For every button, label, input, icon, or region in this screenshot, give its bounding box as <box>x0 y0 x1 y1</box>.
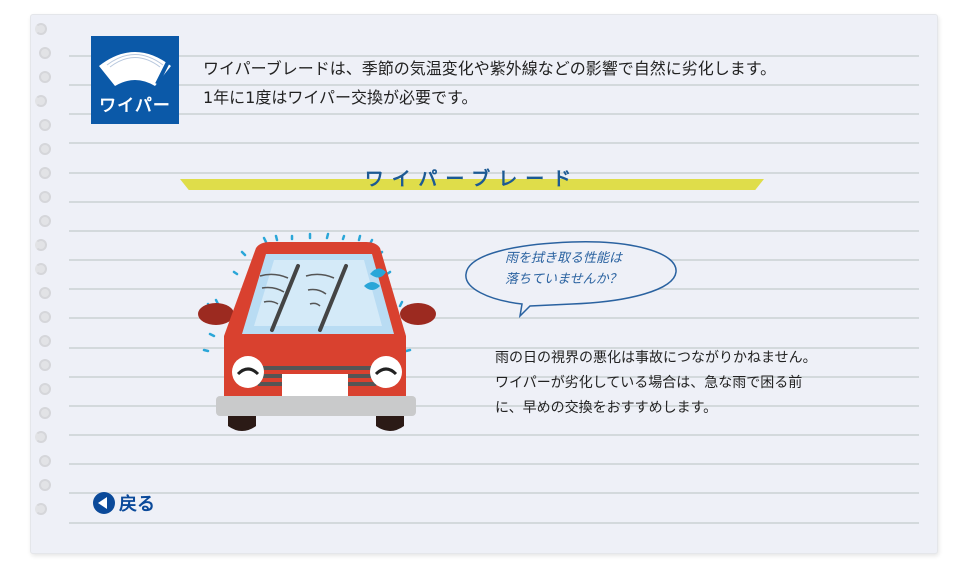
title-highlight-bar <box>180 179 764 190</box>
car-illustration <box>198 232 436 431</box>
logo-label: ワイパー <box>99 96 171 116</box>
speech-bubble <box>465 241 677 318</box>
binder-hole <box>39 383 51 395</box>
ruled-line <box>69 142 919 144</box>
section-heading: ワイパーブレード <box>180 160 764 192</box>
binder-hole <box>39 143 51 155</box>
speech-bubble-text: 雨を拭き取る性能は 落ちていませんか？ <box>505 248 622 290</box>
wiper-category-logo: ワイパー <box>91 36 179 124</box>
bubble-line-1: 雨を拭き取る性能は <box>505 251 623 266</box>
ruled-line <box>69 434 919 436</box>
intro-line-1: ワイパーブレードは、季節の気温変化や紫外線などの影響で自然に劣化します。 <box>203 59 777 78</box>
binder-hole <box>35 503 47 515</box>
bubble-line-2: 落ちていませんか？ <box>505 272 622 287</box>
binder-hole <box>39 71 51 83</box>
ruled-line <box>69 172 919 174</box>
binder-hole <box>35 263 47 275</box>
ruled-line <box>69 347 919 349</box>
ruled-line <box>69 201 919 203</box>
ruled-line <box>69 55 919 57</box>
binder-hole <box>39 407 51 419</box>
binder-hole <box>35 23 47 35</box>
binder-hole <box>39 47 51 59</box>
ruled-line <box>69 463 919 465</box>
ruled-line <box>69 84 919 86</box>
ruled-line <box>69 492 919 494</box>
ruled-line <box>69 376 919 378</box>
binder-hole <box>39 335 51 347</box>
description-line-3: に、早めの交換をおすすめします。 <box>495 400 718 416</box>
ruled-line <box>69 317 919 319</box>
binder-hole <box>39 215 51 227</box>
ruled-line <box>69 405 919 407</box>
ruled-line <box>69 522 919 524</box>
description-line-2: ワイパーが劣化している場合は、急な雨で困る前 <box>495 375 803 391</box>
binder-hole <box>35 95 47 107</box>
back-label: 戻る <box>119 494 155 515</box>
binder-hole <box>39 191 51 203</box>
ruled-line <box>69 113 919 115</box>
binder-hole <box>39 359 51 371</box>
binder-hole <box>39 455 51 467</box>
section-title: ワイパーブレード <box>364 168 580 190</box>
description-text: 雨の日の視界の悪化は事故につながりかねません。 ワイパーが劣化している場合は、急… <box>495 346 817 421</box>
intro-line-2: 1年に1度はワイパー交換が必要です。 <box>203 88 478 107</box>
intro-text: ワイパーブレードは、季節の気温変化や紫外線などの影響で自然に劣化します。 1年に… <box>203 54 776 112</box>
binder-hole <box>39 479 51 491</box>
arrow-left-circle-icon <box>93 492 115 514</box>
binder-hole <box>39 167 51 179</box>
description-line-1: 雨の日の視界の悪化は事故につながりかねません。 <box>495 350 817 366</box>
wiper-icon <box>99 52 171 86</box>
back-button[interactable]: 戻る <box>93 490 155 516</box>
ruled-line <box>69 230 919 232</box>
binder-hole <box>39 311 51 323</box>
binder-hole <box>35 239 47 251</box>
binder-hole <box>39 287 51 299</box>
binder-hole <box>39 119 51 131</box>
binder-hole <box>35 431 47 443</box>
